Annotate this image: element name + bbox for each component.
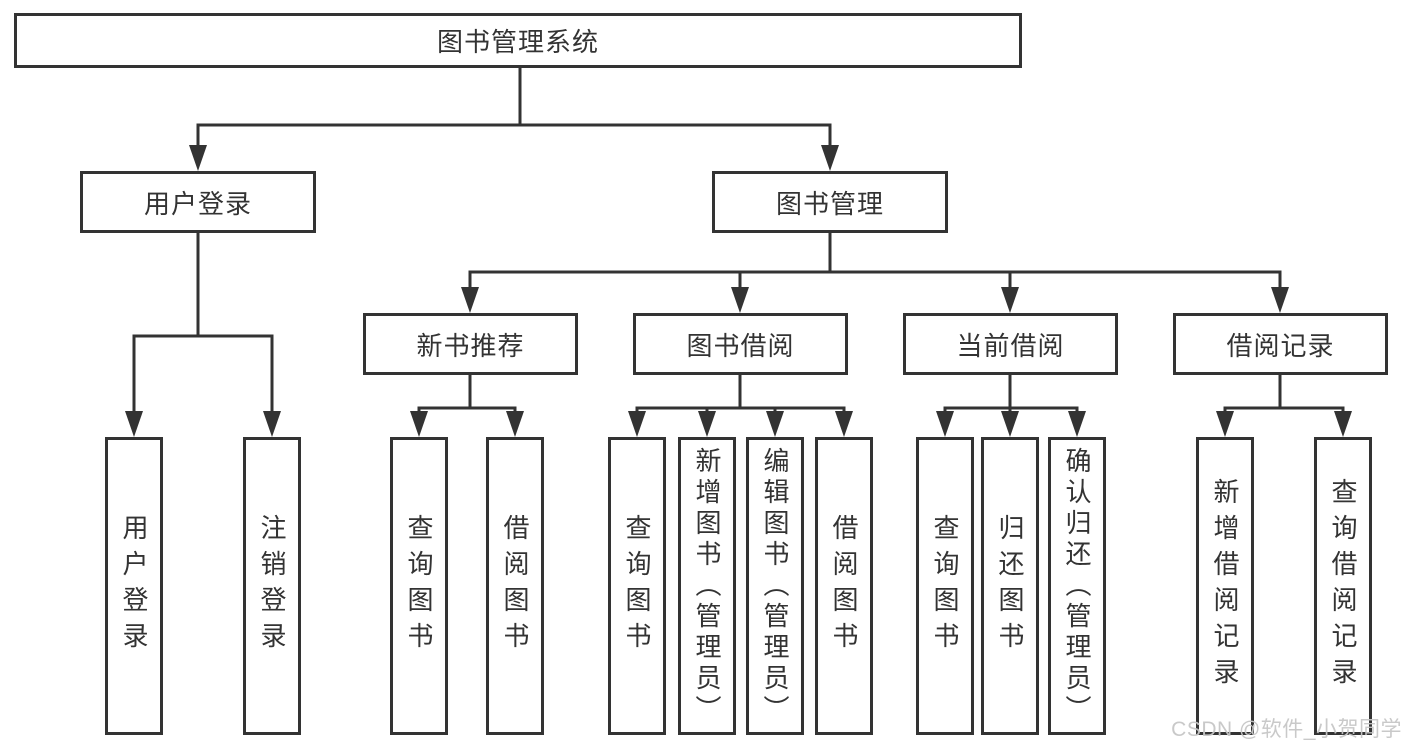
leaf-logout-label: 注销登录 — [257, 514, 287, 658]
node-book-borrow: 图书借阅 — [633, 313, 848, 375]
leaf-add-borrow-record: 新增借阅记录 — [1196, 437, 1254, 735]
leaf-confirm-return-admin-label: 确认归还（管理员） — [1062, 446, 1092, 726]
node-user-login: 用户登录 — [80, 171, 316, 233]
leaf-query-books-current: 查询图书 — [916, 437, 974, 735]
arrowhead — [936, 411, 954, 437]
arrowhead — [1216, 411, 1234, 437]
node-book-management-label: 图书管理 — [775, 188, 884, 219]
arrowhead — [731, 287, 749, 313]
arrowheads — [125, 145, 1352, 437]
arrowhead — [263, 411, 281, 437]
arrowhead — [506, 411, 524, 437]
leaf-borrow-books-recommend-label: 借阅图书 — [500, 514, 530, 658]
arrowhead — [125, 411, 143, 437]
arrowhead — [1001, 411, 1019, 437]
arrowhead — [821, 145, 839, 171]
arrowhead — [461, 287, 479, 313]
node-current-borrow: 当前借阅 — [903, 313, 1118, 375]
leaf-query-borrow-record: 查询借阅记录 — [1314, 437, 1372, 735]
node-new-book-recommend-label: 新书推荐 — [416, 330, 525, 361]
node-borrow-records-label: 借阅记录 — [1226, 330, 1335, 361]
leaf-query-borrow-record-label: 查询借阅记录 — [1328, 478, 1358, 694]
leaf-borrow-books: 借阅图书 — [815, 437, 873, 735]
leaf-borrow-books-label: 借阅图书 — [829, 514, 859, 658]
node-user-login-label: 用户登录 — [143, 188, 252, 219]
leaf-query-books-current-label: 查询图书 — [930, 514, 960, 658]
arrowhead — [410, 411, 428, 437]
leaf-logout: 注销登录 — [243, 437, 301, 735]
leaf-return-books: 归还图书 — [981, 437, 1039, 735]
arrowhead — [1068, 411, 1086, 437]
leaf-query-books-borrow-label: 查询图书 — [622, 514, 652, 658]
node-borrow-records: 借阅记录 — [1173, 313, 1388, 375]
node-current-borrow-label: 当前借阅 — [956, 330, 1065, 361]
arrowhead — [698, 411, 716, 437]
leaf-add-books-admin-label: 新增图书（管理员） — [692, 446, 722, 726]
leaf-add-books-admin: 新增图书（管理员） — [678, 437, 736, 735]
leaf-query-books-recommend-label: 查询图书 — [404, 514, 434, 658]
node-new-book-recommend: 新书推荐 — [363, 313, 578, 375]
leaf-return-books-label: 归还图书 — [995, 514, 1025, 658]
arrowhead — [1271, 287, 1289, 313]
leaf-edit-books-admin-label: 编辑图书（管理员） — [760, 446, 790, 726]
leaf-edit-books-admin: 编辑图书（管理员） — [746, 437, 804, 735]
arrowhead — [189, 145, 207, 171]
node-book-management: 图书管理 — [712, 171, 948, 233]
leaf-confirm-return-admin: 确认归还（管理员） — [1048, 437, 1106, 735]
arrowhead — [628, 411, 646, 437]
arrowhead — [1334, 411, 1352, 437]
leaf-user-login: 用户登录 — [105, 437, 163, 735]
arrowhead — [1001, 287, 1019, 313]
csdn-watermark: CSDN @软件_小贺同学 — [1171, 718, 1402, 741]
leaf-add-borrow-record-label: 新增借阅记录 — [1210, 478, 1240, 694]
arrowhead — [835, 411, 853, 437]
node-book-borrow-label: 图书借阅 — [686, 330, 795, 361]
arrowhead — [766, 411, 784, 437]
leaf-user-login-label: 用户登录 — [119, 514, 149, 658]
node-root: 图书管理系统 — [14, 13, 1022, 68]
leaf-query-books-recommend: 查询图书 — [390, 437, 448, 735]
leaf-borrow-books-recommend: 借阅图书 — [486, 437, 544, 735]
leaf-query-books-borrow: 查询图书 — [608, 437, 666, 735]
node-root-label: 图书管理系统 — [436, 27, 599, 57]
